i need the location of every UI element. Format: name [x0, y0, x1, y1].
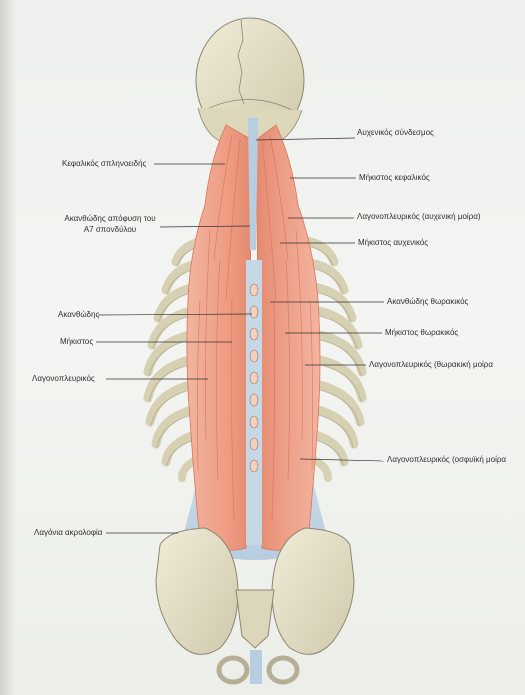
label-splenius-capitis: Κεφαλικός σπληνοειδής	[62, 159, 146, 169]
label-longissimus: Μήκιστος	[60, 337, 93, 347]
label-longissimus-cervicis: Μήκιστος αυχενικός	[358, 238, 428, 248]
label-longissimus-thoracis: Μήκιστος θωρακικός	[385, 328, 458, 338]
label-spinous-process-line2: Α7 σπονδύλου	[60, 225, 160, 235]
label-spinalis: Ακανθώδης	[58, 310, 99, 320]
label-iliocostalis: Λαγονοπλευρικός	[32, 374, 95, 384]
label-iliocostalis-thoracis: Λαγονοπλευρικός (θωρακική μοίρα	[369, 360, 493, 370]
label-longissimus-capitis: Μήκιστος κεφαλικός	[359, 173, 430, 183]
label-spinous-process-line1: Ακανθώδης απόφυση του	[60, 214, 160, 224]
vertebral-processes	[250, 284, 258, 472]
label-iliac-crest: Λαγόνια ακρολοφία	[34, 528, 102, 538]
label-spinalis-thoracis: Ακανθώδης θωρακικός	[387, 297, 468, 307]
label-iliocostalis-lumborum: Λαγονοπλευρικός (οσφυϊκή μοίρα	[387, 455, 506, 465]
label-iliocostalis-cervicis: Λαγονοπλευρικός (αυχενική μοίρα)	[357, 212, 481, 222]
erector-spinae-left	[187, 125, 252, 550]
label-cervical-ligament: Αυχενικός σύνδεσμος	[357, 128, 434, 138]
erector-spinae-right	[256, 125, 320, 550]
